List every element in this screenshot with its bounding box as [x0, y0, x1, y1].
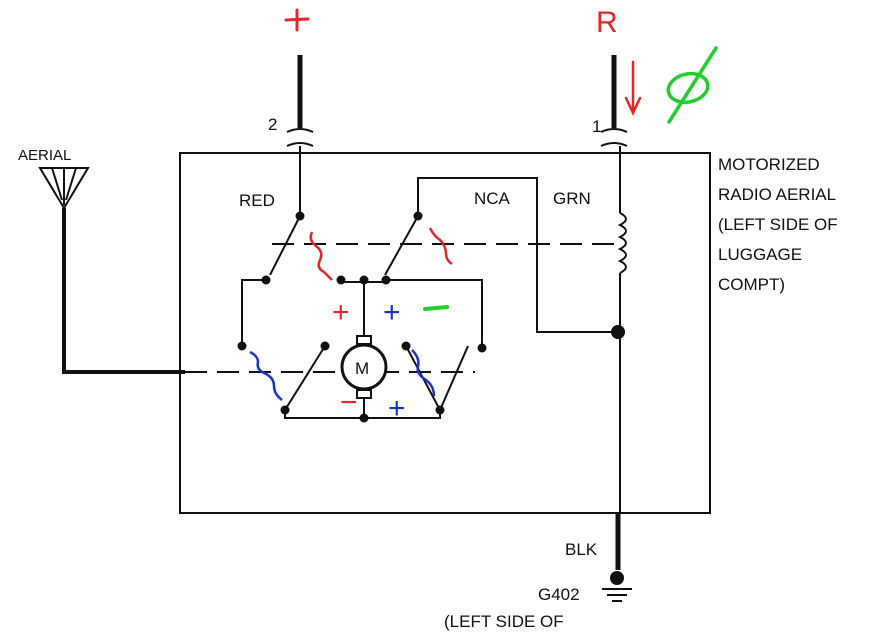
blue-trace-left — [249, 350, 283, 401]
grn-label: GRN — [553, 189, 591, 208]
ground-label: G402 — [538, 585, 580, 604]
blk-label: BLK — [565, 540, 598, 559]
junction-dot — [611, 325, 625, 339]
nca-wire — [417, 177, 612, 333]
motor-plus-blue-bottom: + — [388, 392, 406, 425]
terminal-1-connector — [600, 128, 628, 147]
red-trace-left — [309, 231, 333, 281]
note-line-5: COMPT) — [718, 275, 785, 294]
motor-plus-blue-top: + — [383, 296, 401, 329]
terminal-2-number: 2 — [268, 115, 277, 134]
component-box — [179, 152, 711, 514]
left-plus-mark — [284, 8, 310, 32]
terminal-2-connector — [286, 128, 314, 147]
note-line-2: RADIO AERIAL — [718, 185, 836, 204]
ground-note: (LEFT SIDE OF — [444, 612, 564, 631]
relay-coil — [617, 212, 627, 274]
red-wire-label: RED — [239, 191, 275, 210]
down-arrow-red — [624, 60, 642, 116]
note-line-3: (LEFT SIDE OF — [718, 215, 838, 234]
aerial-cable — [62, 208, 185, 374]
component-note: MOTORIZED RADIO AERIAL (LEFT SIDE OF LUG… — [718, 155, 838, 294]
ground-symbol — [602, 571, 632, 602]
note-line-4: LUGGAGE — [718, 245, 802, 264]
zero-slash-green-mark — [666, 46, 718, 124]
switch-contacts — [237, 211, 487, 423]
blue-trace-right — [411, 349, 436, 397]
motor-minus-red: − — [340, 386, 358, 419]
motor-plus-red: + — [332, 296, 350, 329]
green-minus-mark — [423, 305, 449, 311]
right-r-mark: R — [596, 6, 618, 39]
note-line-1: MOTORIZED — [718, 155, 820, 174]
terminal-1-number: 1 — [592, 117, 601, 136]
aerial-label: AERIAL — [18, 147, 71, 164]
aerial-symbol — [38, 167, 90, 210]
motor-symbol — [340, 335, 388, 399]
nca-label: NCA — [474, 189, 511, 208]
motor-label: M — [355, 359, 369, 378]
red-trace-right — [428, 227, 453, 266]
